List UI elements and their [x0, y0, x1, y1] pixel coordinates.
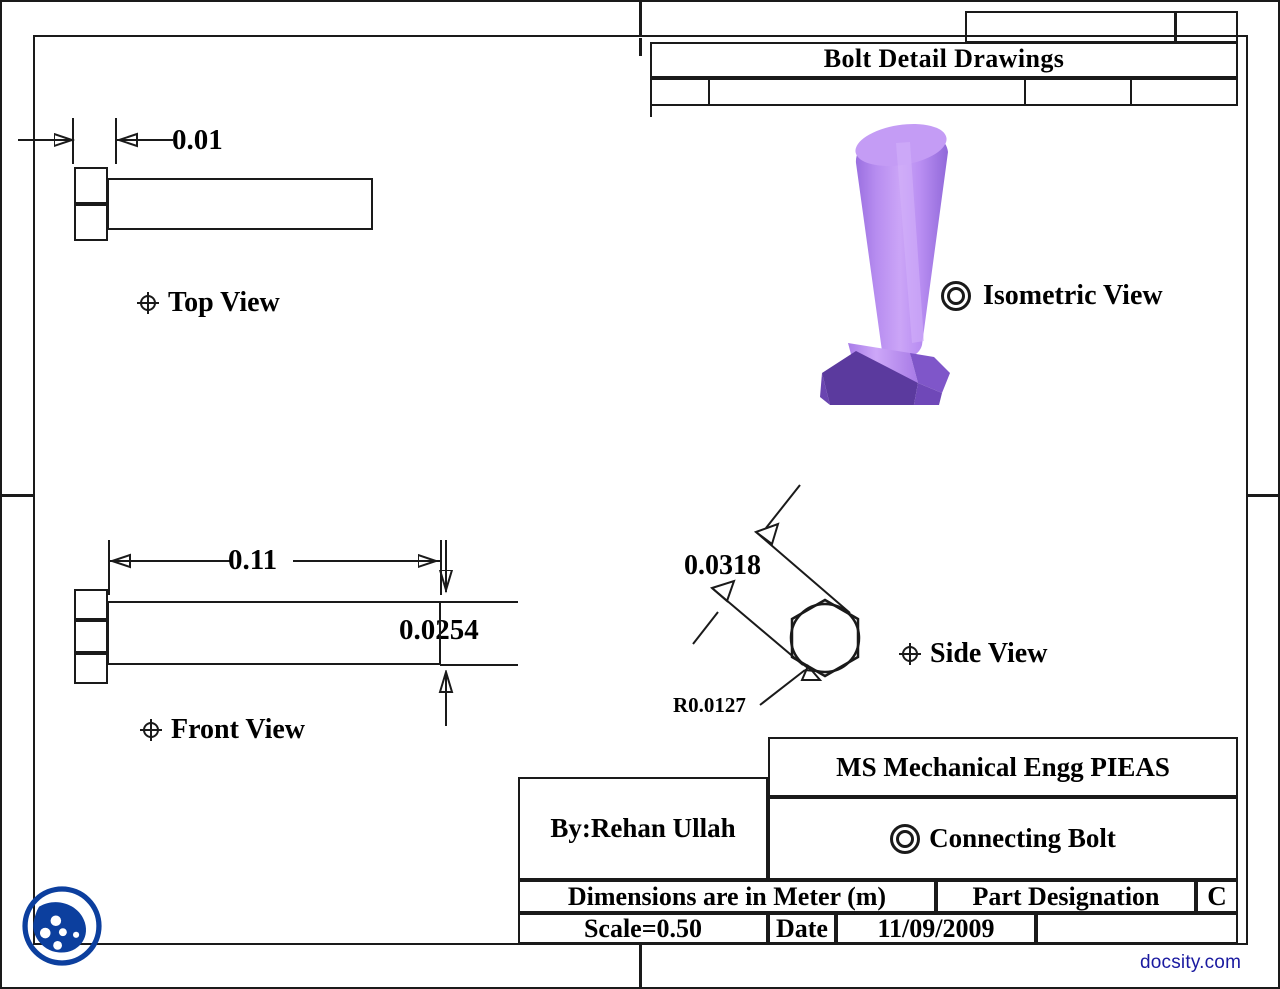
- sheet-title-strip: Bolt Detail Drawings: [650, 42, 1238, 78]
- front-view-head-bottom: [74, 653, 108, 684]
- top-view-head-upper: [74, 167, 108, 204]
- top-view-dim-line-left: [18, 139, 72, 141]
- front-view-arrow-left: [110, 553, 131, 569]
- front-view-ext-line-right: [440, 540, 442, 595]
- front-view-dim-line-b: [293, 560, 441, 562]
- top-view-dim-head-thickness: 0.01: [172, 124, 223, 156]
- double-circle-projection-icon: [890, 823, 921, 854]
- top-view-shank: [107, 178, 373, 230]
- title-block-organization-cell: MS Mechanical Engg PIEAS: [768, 737, 1238, 797]
- isometric-bolt-model: [820, 123, 950, 405]
- top-view-label-group: Top View: [137, 289, 280, 317]
- part-name-value: Connecting Bolt: [929, 823, 1116, 853]
- header-box-right: [1175, 11, 1238, 43]
- double-circle-projection-icon: [941, 281, 971, 311]
- side-view-geometry: [692, 484, 861, 706]
- title-block-date-value-cell: 11/09/2009: [836, 913, 1036, 944]
- header-subcell-1: [652, 80, 710, 104]
- header-subcell-3: [1026, 80, 1132, 104]
- side-view-dim-radius: R0.0127: [673, 693, 746, 717]
- docsity-cookie-logo: [22, 886, 102, 966]
- front-view-label: Front View: [171, 714, 306, 745]
- top-view-head-lower: [74, 204, 108, 241]
- date-label: Date: [776, 913, 828, 943]
- front-view-vdim-line-bottom: [445, 674, 447, 726]
- docsity-watermark: docsity.com: [1140, 952, 1242, 973]
- top-view-ext-line-left: [72, 118, 74, 164]
- title-block-revision-cell: C: [1196, 880, 1238, 913]
- header-subcell-4: [1132, 80, 1236, 104]
- front-view-ext-line-bottom: [440, 664, 518, 666]
- front-view-ext-line-left: [108, 540, 110, 595]
- title-block-author-cell: By:Rehan Ullah: [518, 777, 768, 880]
- title-block-part-name-cell: Connecting Bolt: [768, 797, 1238, 880]
- title-block-date-label-cell: Date: [768, 913, 836, 944]
- center-mark-bottom: [639, 945, 642, 987]
- header-subrow: [650, 78, 1238, 106]
- front-view-dim-length: 0.11: [228, 544, 278, 576]
- center-mark-right: [1246, 494, 1278, 497]
- sheet-inner-frame: [33, 35, 1248, 945]
- front-view-vdim-line-top: [445, 540, 447, 592]
- units-note: Dimensions are in Meter (m): [567, 881, 887, 911]
- crosshair-target-icon: [899, 643, 921, 665]
- author-value: By:Rehan Ullah: [550, 813, 736, 843]
- front-view-dim-diameter: 0.0254: [399, 614, 479, 646]
- date-value: 11/09/2009: [877, 913, 995, 943]
- top-view-dim-line-right: [115, 139, 173, 141]
- title-block: By:Rehan Ullah MS Mechanical Engg PIEAS …: [518, 737, 1238, 944]
- isometric-view-label-group: Isometric View: [941, 281, 1163, 311]
- front-view-head-top: [74, 589, 108, 620]
- top-view-arrow-right: [117, 132, 138, 148]
- scale-value: Scale=0.50: [583, 913, 703, 943]
- front-view-arrow-right: [418, 553, 440, 569]
- crosshair-target-icon: [137, 292, 159, 314]
- side-view-dim-across-corners: 0.0318: [684, 550, 761, 581]
- crosshair-target-icon: [140, 719, 162, 741]
- top-view-ext-line-right: [115, 118, 117, 164]
- front-view-arrow-up: [438, 670, 454, 693]
- header-box-left: [965, 11, 1176, 43]
- front-view-shank: [107, 601, 441, 665]
- front-view-label-group: Front View: [140, 716, 305, 744]
- front-view-arrow-down: [438, 570, 454, 594]
- isometric-view-label: Isometric View: [983, 280, 1163, 311]
- page-title: Bolt Detail Drawings: [823, 44, 1065, 73]
- center-mark-left: [2, 494, 35, 497]
- title-block-units-cell: Dimensions are in Meter (m): [518, 880, 936, 913]
- front-view-ext-line-top: [440, 601, 518, 603]
- front-view-dim-line-a: [110, 560, 230, 562]
- side-view-label-group: Side View: [899, 640, 1047, 668]
- organization-value: MS Mechanical Engg PIEAS: [836, 751, 1170, 782]
- header-subcell-2: [710, 80, 1026, 104]
- title-block-part-designation-cell: Part Designation: [936, 880, 1196, 913]
- revision-value: C: [1207, 881, 1227, 911]
- top-view-label: Top View: [168, 287, 280, 318]
- side-view-label: Side View: [930, 638, 1048, 669]
- part-designation-label: Part Designation: [972, 881, 1160, 911]
- top-view-arrow-left: [54, 132, 76, 148]
- center-mark-top: [639, 2, 642, 35]
- title-block-blank-cell: [1036, 913, 1238, 944]
- front-view-head-middle: [74, 620, 108, 653]
- center-mark-top-inner: [639, 38, 642, 56]
- title-block-scale-cell: Scale=0.50: [518, 913, 768, 944]
